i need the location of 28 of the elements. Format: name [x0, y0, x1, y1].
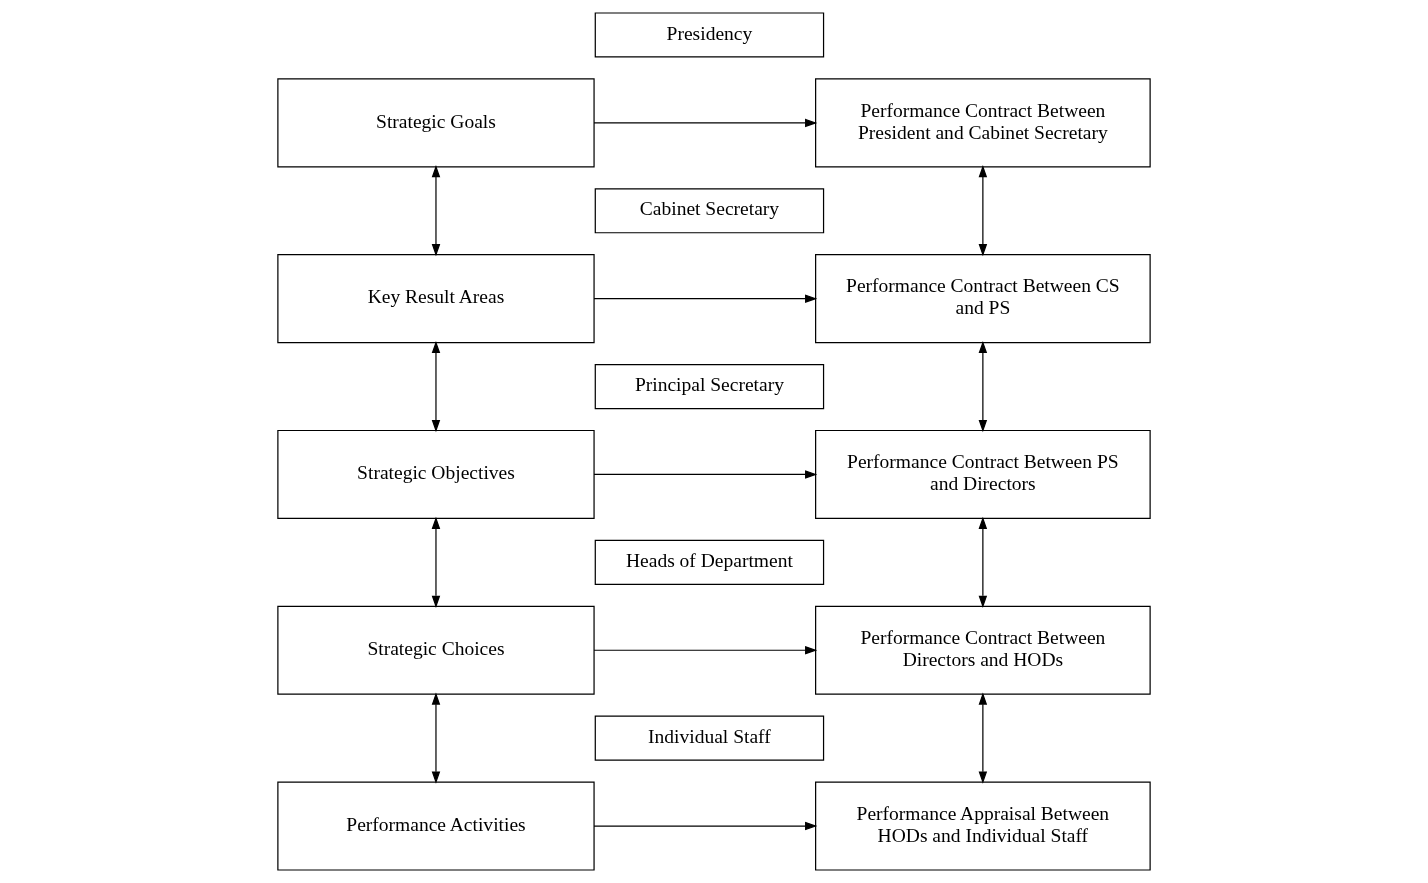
arrow [978, 340, 988, 433]
arrow [593, 821, 818, 831]
node-box: Performance Contract Between President and Cabinet Secretary [815, 78, 1151, 168]
node-box: Key Result Areas [277, 254, 595, 344]
arrow [593, 470, 818, 479]
arrow [978, 165, 988, 257]
node-box: Performance Contract Between CS and PS [815, 254, 1151, 344]
node-box: Individual Staff [594, 715, 825, 761]
node-box: Strategic Choices [277, 605, 595, 695]
node-box: Performance Contract Between Directors and HODs [815, 605, 1151, 695]
arrow [431, 340, 441, 433]
node-box: Cabinet Secretary [594, 188, 825, 234]
node-box: Presidency [594, 12, 825, 58]
arrow [593, 118, 818, 128]
arrow [978, 516, 988, 608]
arrow [593, 645, 818, 655]
node-box: Strategic Goals [277, 78, 595, 168]
node-box: Heads of Department [594, 539, 825, 585]
node-box: Performance Appraisal Between HODs and Individual Staff [815, 781, 1151, 871]
node-box: Strategic Objectives [277, 429, 595, 519]
node-box: Performance Contract Between PS and Directors [815, 429, 1151, 519]
arrow [431, 165, 441, 257]
node-box: Performance Activities [277, 781, 595, 871]
node-box: Principal Secretary [594, 363, 825, 410]
arrow [978, 692, 988, 784]
arrow [431, 516, 441, 608]
arrow [431, 692, 441, 784]
arrow [593, 294, 818, 303]
